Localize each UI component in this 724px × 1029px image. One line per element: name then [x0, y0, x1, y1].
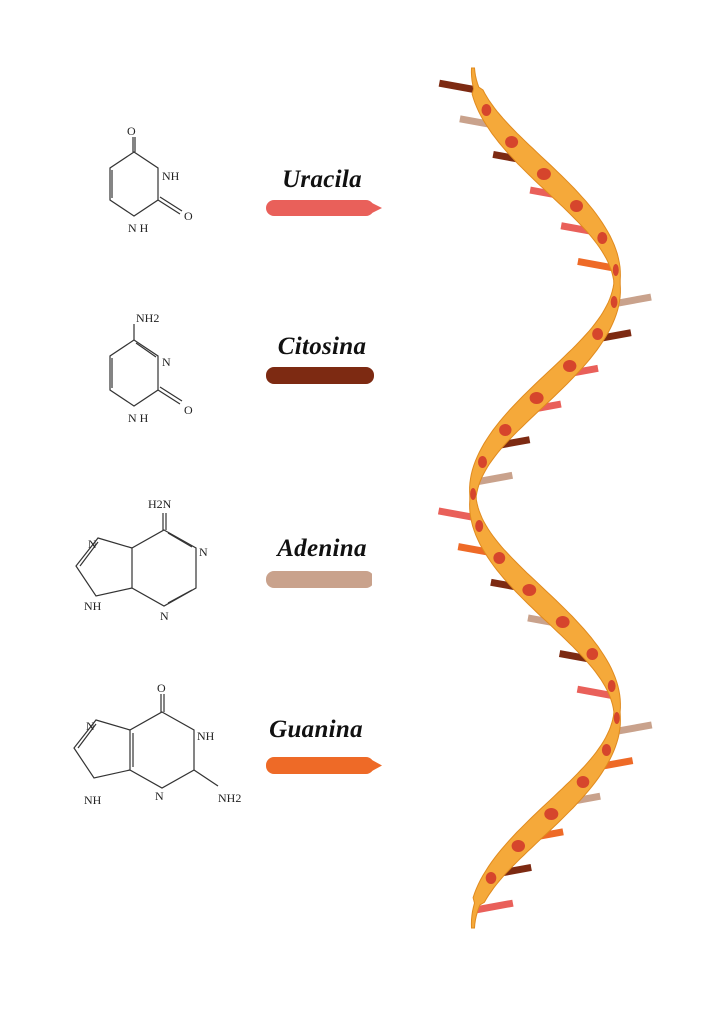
helix-dot [536, 168, 551, 180]
label-citosina: Citosina [277, 333, 367, 360]
helix-dot [563, 360, 577, 372]
helix-dot [481, 104, 492, 116]
label-uracila: Uracila [282, 166, 362, 193]
helix-dot [544, 808, 559, 820]
adenine-structure: H2N N N N NH [75, 497, 208, 623]
guanine-n3: N [155, 789, 164, 803]
guanine-nh9: NH [84, 793, 102, 807]
helix-ribbon [469, 67, 621, 929]
helix-dot [522, 584, 537, 596]
helix-dot [505, 136, 519, 148]
helix-dot [499, 424, 512, 436]
helix-dot [607, 680, 616, 692]
helix-dot [601, 744, 612, 756]
helix-dot [576, 776, 590, 788]
helix-dot [529, 392, 544, 404]
helix-dot [470, 488, 477, 500]
helix-base-citosina [438, 79, 478, 94]
uracil-o-right: O [184, 209, 193, 223]
uracil-nh-bottom: N H [128, 221, 149, 235]
helix-dot [475, 520, 484, 532]
guanine-structure: O NH N N NH NH2 [73, 681, 241, 807]
legend-bar-citosina [266, 367, 382, 384]
uracil-nh: NH [162, 169, 180, 183]
helix-dot [570, 200, 583, 212]
uracil-o-top: O [127, 124, 136, 138]
cytosine-n: N [162, 355, 171, 369]
guanine-nh2: NH2 [218, 791, 241, 805]
adenine-n3: N [160, 609, 169, 623]
label-adenina: Adenina [277, 535, 367, 562]
helix-base-adenina [613, 721, 653, 736]
guanine-n7: N [86, 719, 95, 733]
helix-dot [555, 616, 570, 628]
helix-base-guanina [577, 257, 617, 272]
helix-base-adenina [474, 471, 514, 486]
cytosine-nh2: NH2 [136, 311, 159, 325]
helix-dot [592, 328, 603, 340]
helix-dot [586, 648, 599, 660]
guanine-o: O [157, 681, 166, 695]
helix-dot [613, 712, 620, 724]
helix-dot [478, 456, 487, 468]
helix-base-uracila [437, 507, 477, 522]
cytosine-nh-bottom: N H [128, 411, 149, 425]
helix-dot [597, 232, 608, 244]
adenine-h2n: H2N [148, 497, 172, 511]
helix-base-uracila [474, 899, 514, 914]
adenine-n1: N [199, 545, 208, 559]
cytosine-o-right: O [184, 403, 193, 417]
guanine-nh1: NH [197, 729, 215, 743]
helix-dot [610, 296, 618, 308]
helix-dot [511, 840, 525, 852]
helix-base-uracila [576, 685, 616, 700]
label-guanina: Guanina [269, 716, 363, 743]
adenine-nh9: NH [84, 599, 102, 613]
rna-helix [437, 67, 653, 929]
legend-bar-uracila [266, 200, 382, 216]
helix-dot [493, 552, 506, 564]
adenine-n7: N [88, 537, 97, 551]
helix-dot [485, 872, 497, 884]
cytosine-structure: NH2 N O N H [109, 311, 193, 425]
helix-base-adenina [612, 293, 652, 308]
legend-bar-guanina [266, 757, 382, 774]
legend-bar-adenina [266, 571, 382, 588]
uracil-structure: O NH O N H [109, 124, 193, 235]
helix-dot [612, 264, 619, 276]
